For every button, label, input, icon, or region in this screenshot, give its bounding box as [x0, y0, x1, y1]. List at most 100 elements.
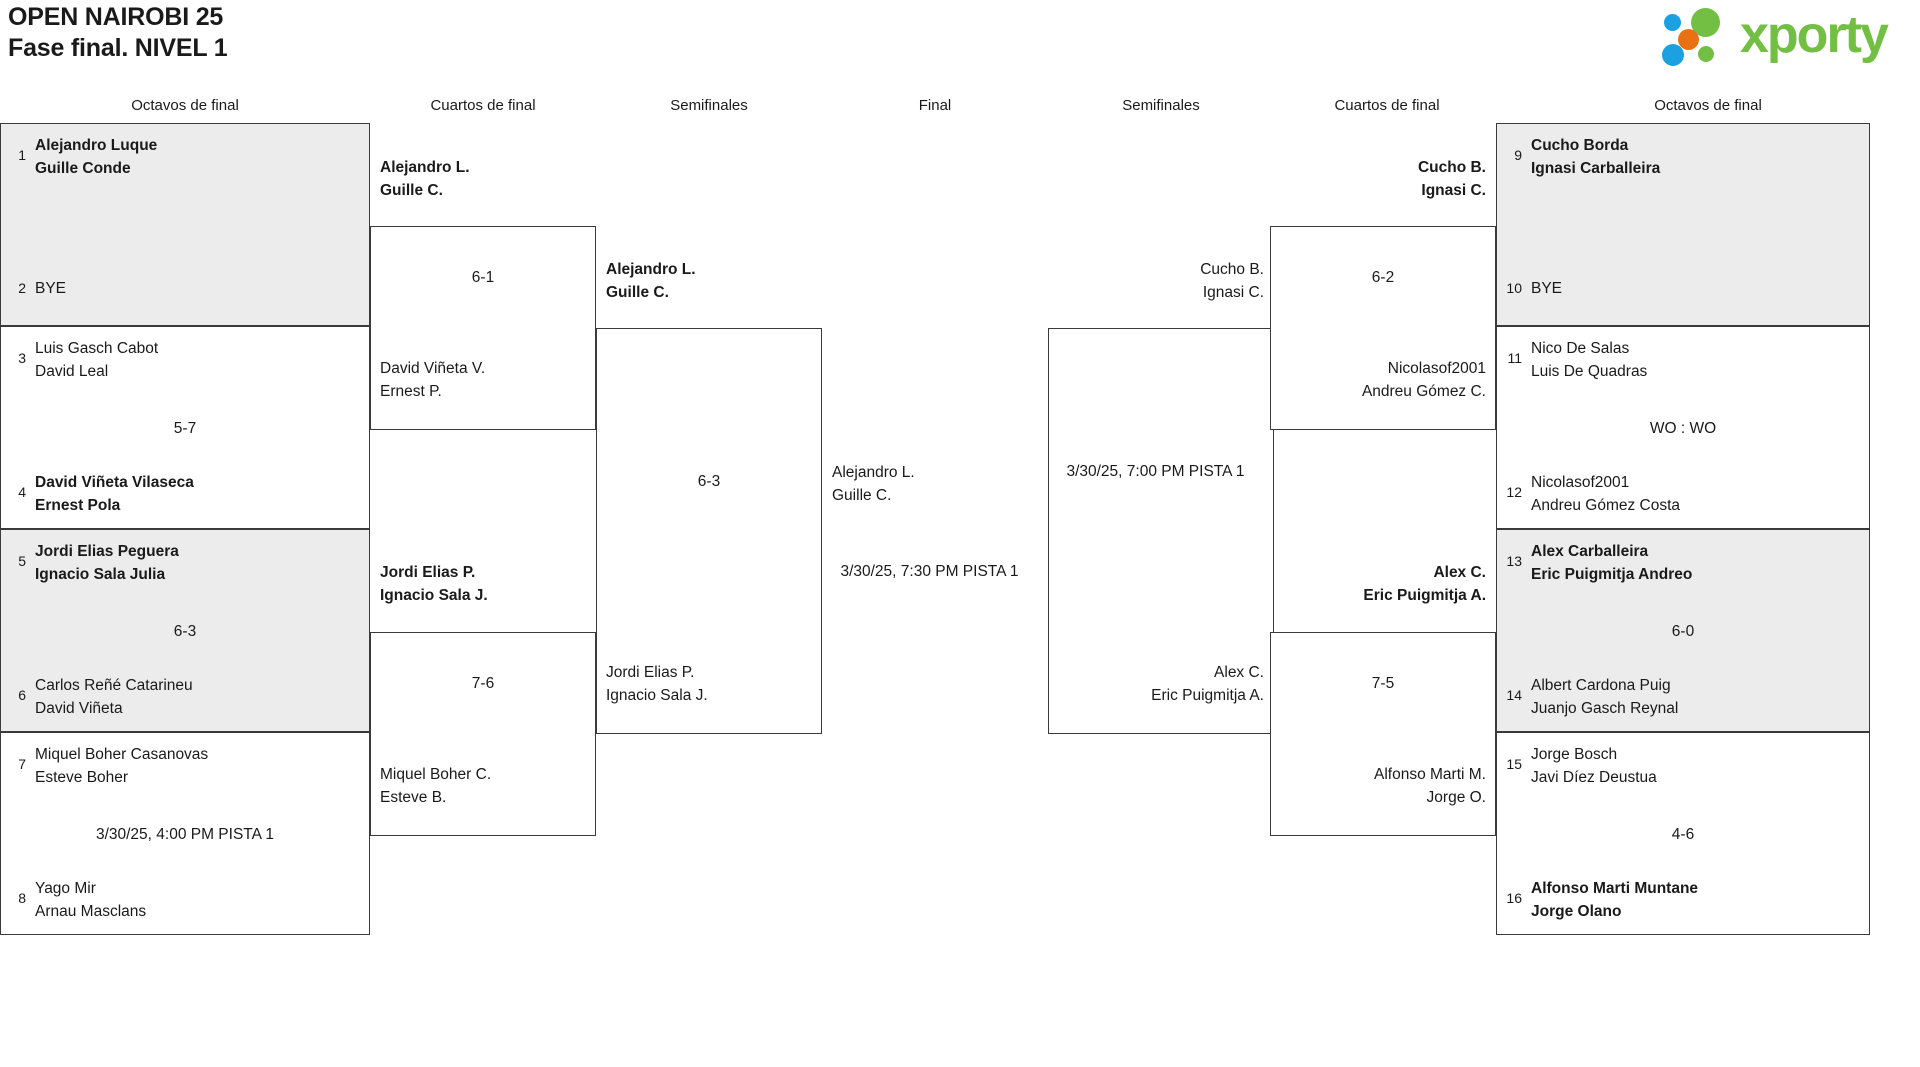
- logo-wordmark: xporty: [1740, 6, 1889, 64]
- match-box-left-octavos-3[interactable]: [0, 529, 370, 732]
- team-names: Albert Cardona Puig Juanjo Gasch Reynal: [1531, 677, 1679, 717]
- round-heading-left-cuartos: Cuartos de final: [430, 97, 536, 114]
- team-right-cuartos-1-bottom: Nicolasof2001 Andreu Gómez C.: [1361, 360, 1486, 400]
- logo-dots-icon: [1662, 8, 1740, 66]
- match-box-right-octavos-3[interactable]: [1496, 529, 1870, 732]
- seed-number: 7: [18, 756, 26, 772]
- team-names: Nico De Salas Luis De Quadras: [1531, 340, 1648, 380]
- team-right-cuartos-1-top: Cucho B. Ignasi C.: [1417, 159, 1486, 199]
- match-box-right-octavos-4[interactable]: [1496, 732, 1870, 935]
- team-right-octavos-1-bottom: 10 BYE: [1500, 277, 1562, 300]
- team-names: Alfonso Marti Muntane Jorge Olano: [1531, 880, 1699, 920]
- seed-number: 6: [18, 687, 26, 703]
- team-left-cuartos-2-bottom: Miquel Boher C. Esteve B.: [380, 766, 492, 806]
- round-heading-right-cuartos: Cuartos de final: [1334, 97, 1440, 114]
- seed-number: 5: [18, 553, 26, 569]
- logo-dot-blue-top: [1664, 14, 1681, 31]
- team-left-octavos-3-top: 5 Jordi Elias Peguera Ignacio Sala Julia: [4, 540, 179, 586]
- team-left-octavos-4-top: 7 Miquel Boher Casanovas Esteve Boher: [4, 743, 208, 789]
- team-right-octavos-4-top: 15 Jorge Bosch Javi Díez Deustua: [1500, 743, 1657, 789]
- seed-number: 9: [1514, 147, 1522, 163]
- team-left-octavos-2-top: 3 Luis Gasch Cabot David Leal: [4, 337, 158, 383]
- seed-number: 1: [18, 147, 26, 163]
- seed-number: 3: [18, 350, 26, 366]
- score-final: 3/30/25, 7:30 PM PISTA 1: [840, 563, 1019, 580]
- score-left-octavos-2: 5-7: [173, 420, 197, 437]
- team-names: Miquel Boher Casanovas Esteve Boher: [35, 746, 209, 786]
- team-left-octavos-2-bottom: 4 David Viñeta Vilaseca Ernest Pola: [4, 471, 194, 517]
- team-names: Carlos Reñé Catarineu David Viñeta: [35, 677, 193, 717]
- team-final-left: Alejandro L. Guille C.: [832, 464, 915, 504]
- team-right-octavos-3-bottom: 14 Albert Cardona Puig Juanjo Gasch Reyn…: [1500, 674, 1678, 720]
- team-right-cuartos-2-bottom: Alfonso Marti M. Jorge O.: [1374, 766, 1486, 806]
- team-right-semis-1-top: Cucho B. Ignasi C.: [1200, 261, 1264, 301]
- round-heading-left-semis: Semifinales: [670, 97, 748, 114]
- xporty-logo[interactable]: xporty: [1662, 6, 1902, 68]
- team-left-octavos-3-bottom: 6 Carlos Reñé Catarineu David Viñeta: [4, 674, 193, 720]
- team-names: BYE: [1531, 280, 1563, 297]
- team-names: Yago Mir Arnau Masclans: [35, 880, 147, 920]
- team-left-octavos-1-bottom: 2 BYE: [4, 277, 66, 300]
- match-box-right-cuartos-1[interactable]: [1270, 226, 1496, 430]
- seed-number: 11: [1507, 350, 1522, 366]
- team-names: Cucho Borda Ignasi Carballeira: [1531, 137, 1661, 177]
- team-left-octavos-4-bottom: 8 Yago Mir Arnau Masclans: [4, 877, 146, 923]
- match-box-right-octavos-1[interactable]: [1496, 123, 1870, 326]
- tournament-name: OPEN NAIROBI 25: [8, 3, 224, 31]
- seed-number: 8: [18, 890, 26, 906]
- logo-dot-orange: [1678, 29, 1699, 50]
- match-box-right-semis-1[interactable]: [1048, 328, 1274, 734]
- team-names: Nicolasof2001 Andreu Gómez Costa: [1531, 474, 1681, 514]
- score-left-octavos-3: 6-3: [173, 623, 197, 640]
- seed-number: 4: [18, 484, 26, 500]
- logo-dot-green-small: [1698, 46, 1714, 62]
- seed-number: 16: [1506, 890, 1522, 906]
- team-right-octavos-1-top: 9 Cucho Borda Ignasi Carballeira: [1500, 134, 1660, 180]
- score-right-cuartos-2: 7-5: [1371, 675, 1395, 692]
- score-right-octavos-2: WO : WO: [1649, 420, 1717, 437]
- score-right-cuartos-1: 6-2: [1371, 269, 1395, 286]
- team-right-octavos-3-top: 13 Alex Carballeira Eric Puigmitja Andre…: [1500, 540, 1692, 586]
- team-names: Jordi Elias Peguera Ignacio Sala Julia: [35, 543, 179, 583]
- team-right-octavos-2-bottom: 12 Nicolasof2001 Andreu Gómez Costa: [1500, 471, 1680, 517]
- page-header: OPEN NAIROBI 25 Fase final. NIVEL 1 xpor…: [0, 0, 1920, 96]
- team-right-semis-1-bottom: Alex C. Eric Puigmitja A.: [1151, 664, 1264, 704]
- seed-number: 10: [1506, 280, 1522, 296]
- round-heading-left-octavos: Octavos de final: [131, 97, 239, 114]
- team-names: Alex Carballeira Eric Puigmitja Andreo: [1531, 543, 1693, 583]
- seed-number: 2: [18, 280, 26, 296]
- team-left-octavos-1-top: 1 Alejandro Luque Guille Conde: [4, 134, 157, 180]
- score-right-octavos-3: 6-0: [1671, 623, 1695, 640]
- match-box-left-cuartos-2[interactable]: [370, 632, 596, 836]
- match-box-right-octavos-2[interactable]: [1496, 326, 1870, 529]
- match-box-left-cuartos-1[interactable]: [370, 226, 596, 430]
- score-left-cuartos-1: 6-1: [471, 269, 495, 286]
- team-right-cuartos-2-top: Alex C. Eric Puigmitja A.: [1363, 564, 1486, 604]
- round-heading-final: Final: [918, 97, 952, 114]
- match-box-left-octavos-4[interactable]: [0, 732, 370, 935]
- team-names: Jorge Bosch Javi Díez Deustua: [1531, 746, 1657, 786]
- team-left-semis-1-bottom: Jordi Elias P. Ignacio Sala J.: [606, 664, 708, 704]
- match-box-left-semis-1[interactable]: [596, 328, 822, 734]
- score-left-semis-1: 6-3: [697, 473, 721, 490]
- tournament-phase: Fase final. NIVEL 1: [8, 34, 228, 62]
- seed-number: 14: [1506, 687, 1522, 703]
- team-names: Luis Gasch Cabot David Leal: [35, 340, 159, 380]
- score-right-octavos-4: 4-6: [1671, 826, 1695, 843]
- team-left-semis-1-top: Alejandro L. Guille C.: [606, 261, 696, 301]
- round-heading-right-semis: Semifinales: [1122, 97, 1200, 114]
- team-names: David Viñeta Vilaseca Ernest Pola: [35, 474, 194, 514]
- team-left-cuartos-1-bottom: David Viñeta V. Ernest P.: [380, 360, 486, 400]
- team-left-cuartos-1-top: Alejandro L. Guille C.: [380, 159, 470, 199]
- match-box-right-cuartos-2[interactable]: [1270, 632, 1496, 836]
- score-right-semis-1: 3/30/25, 7:00 PM PISTA 1: [1066, 463, 1245, 480]
- round-heading-right-octavos: Octavos de final: [1654, 97, 1762, 114]
- score-left-octavos-4: 3/30/25, 4:00 PM PISTA 1: [95, 826, 275, 843]
- score-left-cuartos-2: 7-6: [471, 675, 495, 692]
- team-right-octavos-4-bottom: 16 Alfonso Marti Muntane Jorge Olano: [1500, 877, 1698, 923]
- logo-dot-blue-bottom: [1662, 44, 1684, 66]
- seed-number: 13: [1506, 553, 1522, 569]
- team-names: BYE: [35, 280, 67, 297]
- match-box-left-octavos-2[interactable]: [0, 326, 370, 529]
- match-box-left-octavos-1[interactable]: [0, 123, 370, 326]
